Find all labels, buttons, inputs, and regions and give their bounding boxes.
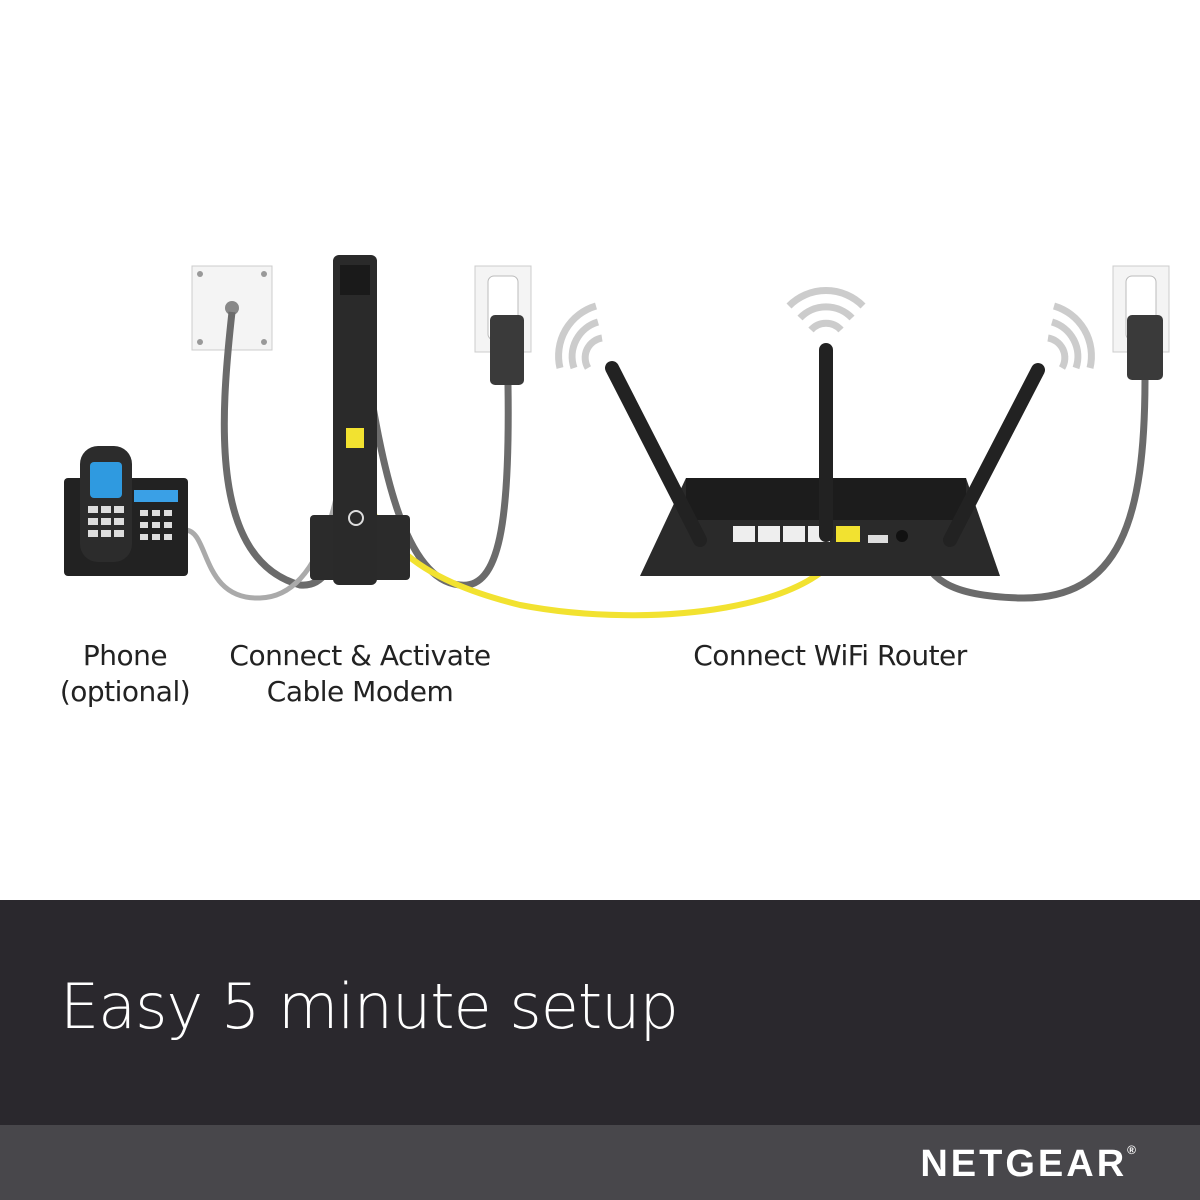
step-label-line: Connect WiFi Router <box>693 639 967 672</box>
footer-bar: NETGEAR® <box>0 1125 1200 1200</box>
setup-illustration <box>64 255 1170 619</box>
step-label-phone: Phone (optional) <box>30 638 220 710</box>
brand-text: NETGEAR <box>920 1143 1128 1185</box>
step-label-line: Connect & Activate <box>229 639 491 672</box>
cordless-phone <box>64 446 188 576</box>
netgear-logo: NETGEAR® <box>920 1143 1136 1186</box>
step-label-line: (optional) <box>59 675 191 708</box>
modem-power-plug <box>490 315 524 385</box>
headline-banner: Easy 5 minute setup <box>0 900 1200 1125</box>
step-label-line: Phone <box>82 639 168 672</box>
router-antennas <box>605 343 1045 547</box>
step-label-modem: Connect & Activate Cable Modem <box>210 638 510 710</box>
step-label-router: Connect WiFi Router <box>640 638 1020 674</box>
router-power-cable <box>914 377 1149 602</box>
registered-mark: ® <box>1127 1143 1136 1157</box>
router-power-plug <box>1127 315 1163 380</box>
headline: Easy 5 minute setup <box>60 970 679 1043</box>
cable-modem <box>310 255 410 585</box>
wifi-signal-icon <box>555 287 1095 370</box>
step-label-line: Cable Modem <box>266 675 454 708</box>
